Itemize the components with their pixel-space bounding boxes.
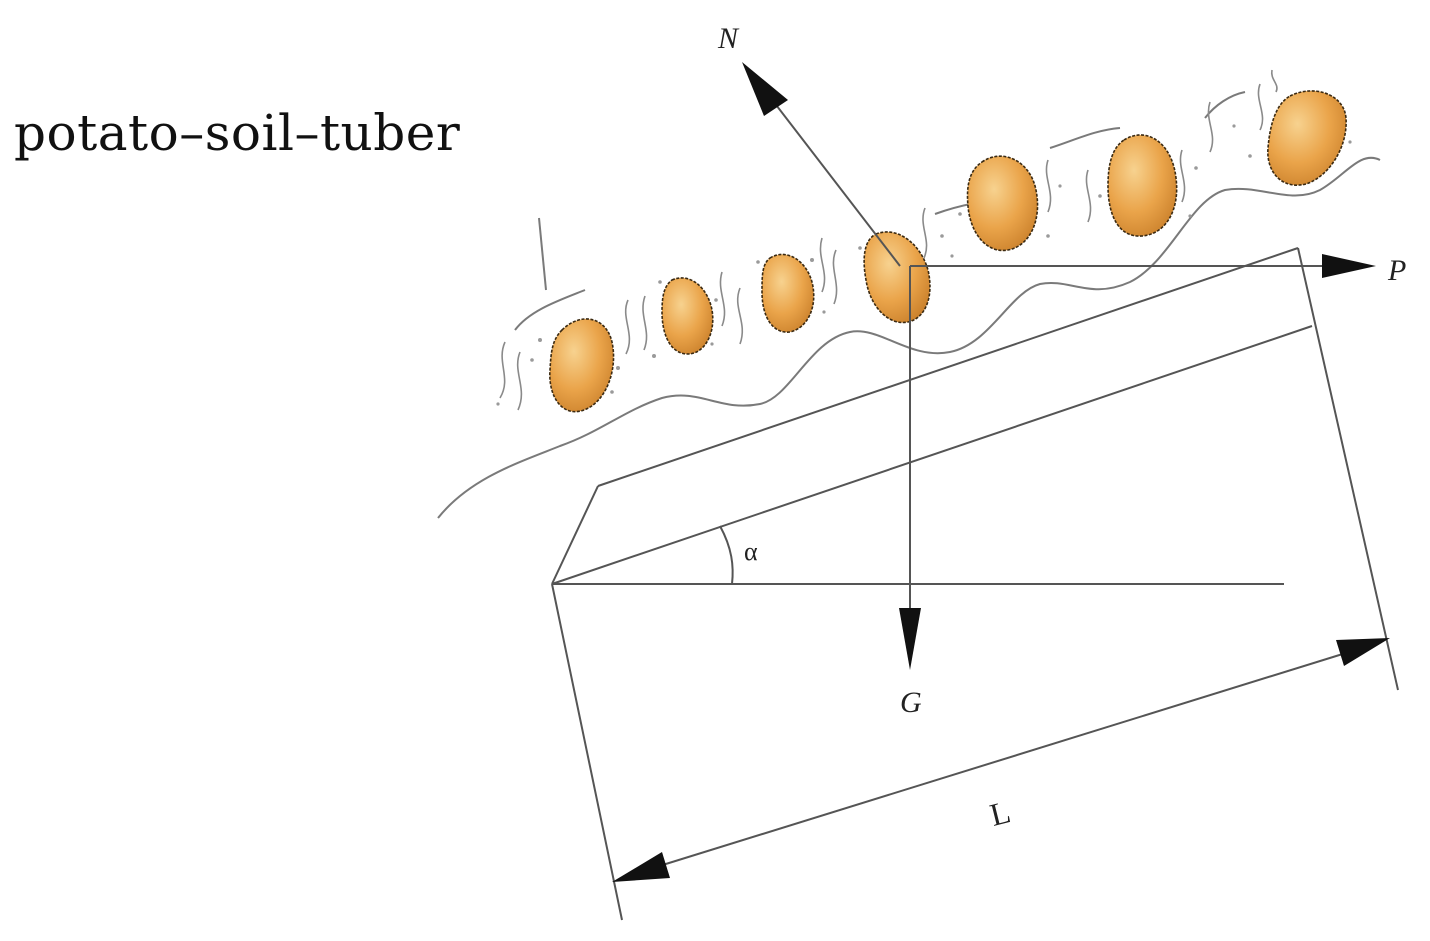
soil-stalk-mark <box>538 217 547 291</box>
potato-tubers <box>549 90 1347 413</box>
soil-texture <box>499 69 1278 411</box>
normal-force-vector <box>742 62 901 267</box>
potato-tuber-3 <box>761 253 815 333</box>
traction-force-arrowhead <box>1322 254 1376 278</box>
length-dimension <box>612 638 1390 882</box>
shovel-lower-surface <box>551 325 1313 585</box>
soil-lump <box>514 289 586 331</box>
digging-shovel <box>551 247 1399 921</box>
potato-tuber-7 <box>1267 90 1347 186</box>
potato-tuber-1 <box>549 318 615 413</box>
diagram-caption: potato–soil–tuber <box>14 104 461 162</box>
label-G: G <box>900 686 922 719</box>
angle-arc <box>719 525 734 585</box>
normal-force-arrowhead <box>742 62 788 116</box>
length-arrowhead-right <box>1336 638 1390 666</box>
soil-lower-boundary <box>437 156 1381 519</box>
shovel-rear-edge <box>1297 247 1399 691</box>
potato-tuber-5 <box>966 155 1039 252</box>
shovel-tip-edge <box>551 485 599 585</box>
label-L: L <box>986 793 1014 833</box>
gravity-force-arrowhead <box>899 608 921 670</box>
length-arrowhead-left <box>612 852 670 882</box>
label-alpha: α <box>744 537 758 566</box>
shovel-top-surface <box>597 247 1299 487</box>
potato-tuber-6 <box>1107 134 1178 237</box>
traction-force-vector <box>910 254 1376 278</box>
potato-tuber-4 <box>863 231 931 324</box>
soil-particles <box>496 124 1352 406</box>
potato-tuber-2 <box>661 277 714 355</box>
label-P: P <box>1387 254 1406 287</box>
length-extension-left <box>551 583 623 921</box>
gravity-force-vector <box>899 266 921 670</box>
label-N: N <box>717 22 740 55</box>
